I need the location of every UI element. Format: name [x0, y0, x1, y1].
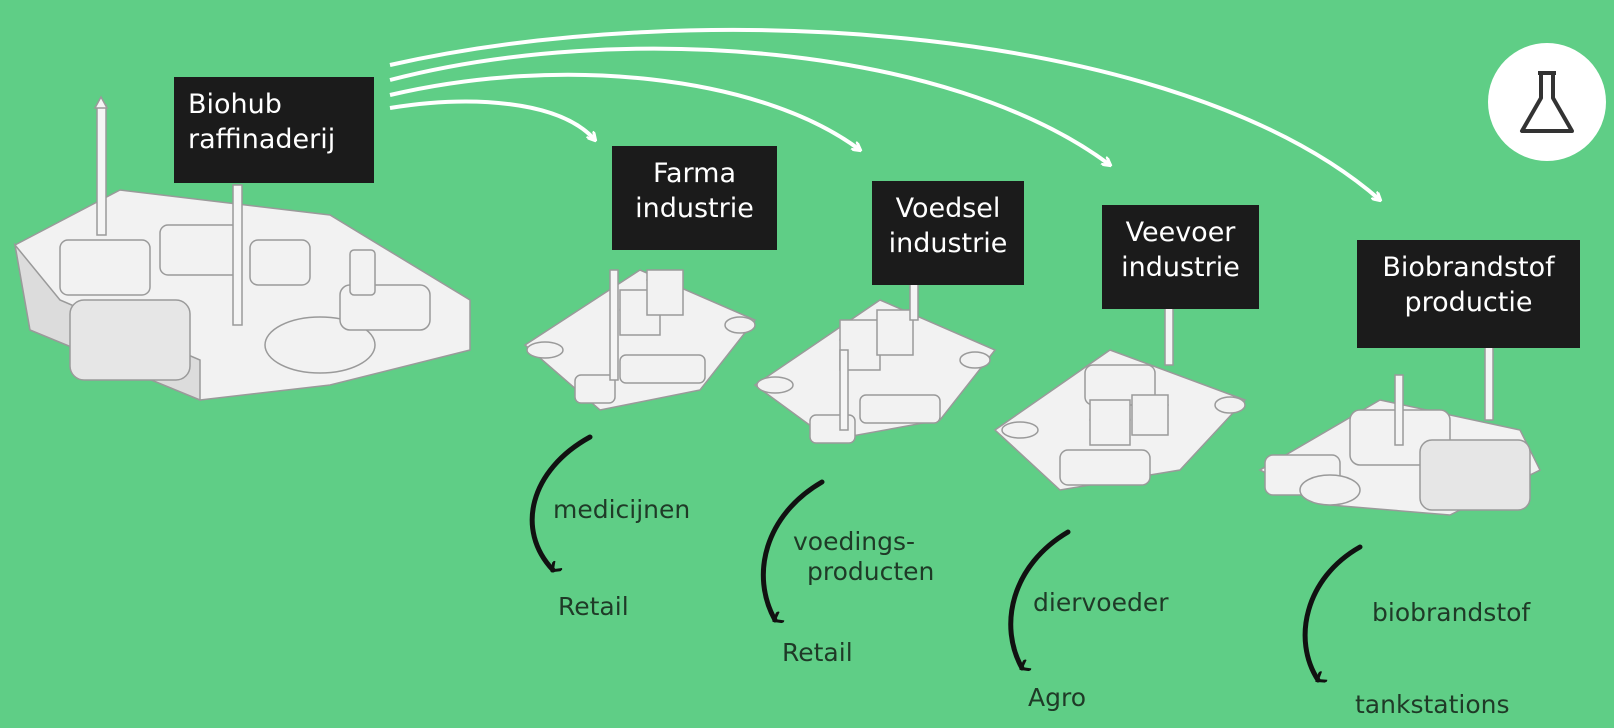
veevoer-product-line1: diervoeder — [1033, 588, 1169, 617]
veevoer-product: diervoeder — [1033, 588, 1168, 618]
flask-icon — [1520, 71, 1574, 133]
farma-product-line1: medicijnen — [553, 495, 691, 524]
arrow-veevoer-down — [1008, 529, 1071, 668]
biobrandstof-destination: tankstations — [1355, 690, 1510, 719]
voedsel-label-line2: industrie — [888, 228, 1008, 259]
farma-product: medicijnen — [553, 495, 690, 525]
voedsel-product-line2: producten — [807, 557, 935, 586]
biobrandstof-product: biobrandstof — [1372, 598, 1530, 628]
farma-label-line2: industrie — [635, 193, 754, 224]
voedsel-label: Voedsel industrie — [872, 181, 1024, 285]
farma-destination: Retail — [558, 592, 629, 621]
biobrandstof-label-line2: productie — [1404, 287, 1533, 318]
downstream-arrows — [529, 434, 1363, 680]
voedsel-label-line1: Voedsel — [895, 193, 1001, 224]
biobrandstof-label: Biobrandstof productie — [1357, 240, 1580, 348]
veevoer-label-line2: industrie — [1121, 252, 1240, 283]
hub-to-industry-arrows — [389, 28, 1380, 200]
farma-label-line1: Farma — [652, 158, 737, 189]
veevoer-plant — [993, 299, 1247, 491]
arrow-to-farma — [389, 99, 595, 140]
voedsel-plant — [753, 279, 997, 444]
refinery-hub-building — [13, 95, 471, 402]
arrow-biobrandstof-down — [1302, 544, 1363, 680]
arrow-voedsel-down — [760, 479, 825, 620]
voedsel-product-line1: voedings- — [793, 527, 916, 556]
voedsel-destination: Retail — [782, 638, 853, 667]
hub-label-line1: Biohub — [188, 89, 282, 120]
veevoer-label-line1: Veevoer — [1125, 217, 1236, 248]
arrow-farma-down — [529, 434, 593, 573]
flask-badge — [1488, 43, 1606, 161]
biobrandstof-product-line1: biobrandstof — [1372, 598, 1531, 627]
farma-plant — [523, 269, 757, 411]
farma-label: Farma industrie — [612, 146, 777, 250]
hub-label: Biohub raffinaderij — [174, 77, 374, 183]
veevoer-destination: Agro — [1028, 683, 1086, 712]
arrow-to-veevoer — [389, 46, 1110, 165]
arrow-to-biobrandstof — [389, 28, 1380, 200]
biobrandstof-label-line1: Biobrandstof — [1382, 252, 1555, 283]
veevoer-label: Veevoer industrie — [1102, 205, 1259, 309]
voedsel-product: voedings- producten — [793, 527, 934, 587]
biobrandstof-plant — [1258, 339, 1542, 516]
arrow-to-voedsel — [389, 72, 860, 150]
hub-label-line2: raffinaderij — [188, 124, 336, 155]
